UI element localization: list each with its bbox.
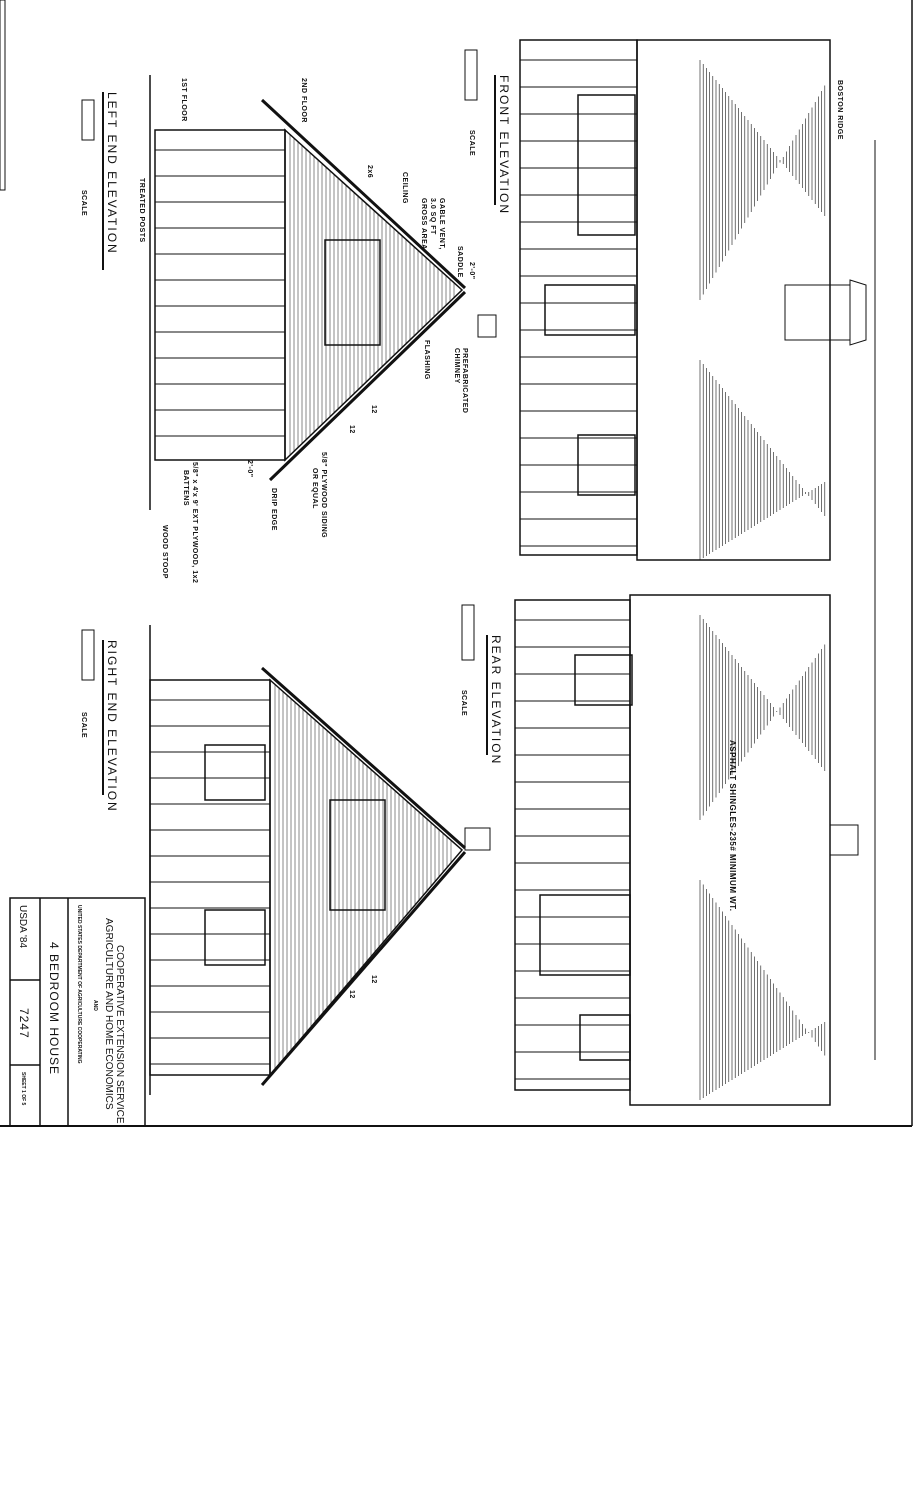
- label-ceiling: CEILING: [401, 172, 408, 204]
- right-wall-window: [204, 744, 266, 801]
- left-gable: [284, 128, 464, 462]
- hatching: [150, 59, 826, 1100]
- front-chimney-cap: [849, 279, 867, 346]
- front-wall: [519, 39, 638, 556]
- left-end-elevation-title: LEFT END ELEVATION: [105, 92, 119, 255]
- right-roof-edge: [260, 851, 467, 1086]
- front-door: [544, 284, 636, 336]
- label-chimney-dim: 2'-0": [468, 262, 475, 280]
- boston-ridge-label: BOSTON RIDGE: [836, 80, 843, 140]
- label-gable-vent: GABLE VENT,: [438, 198, 445, 250]
- left-roof-edge: [260, 98, 467, 290]
- org-line-1: COOPERATIVE EXTENSION SERVICE: [114, 945, 125, 1124]
- label-siding: 5/8" PLYWOOD SIDING: [320, 452, 327, 538]
- and-line: AND: [92, 1000, 98, 1011]
- label-battens: BATTENS: [182, 470, 189, 506]
- scale-label: SCALE: [460, 690, 467, 716]
- roof-shingles-label: ASPHALT SHINGLES-235# MINIMUM WT.: [728, 740, 737, 911]
- scale-label: SCALE: [468, 130, 475, 156]
- rear-window: [579, 1014, 631, 1061]
- label-overhang: 2'-0": [246, 460, 253, 478]
- front-elevation: BOSTON RIDGE FRONT ELEVATION SCALE: [464, 39, 867, 561]
- label-battens: 5/8" x 4'x 9' EXT PLYWOOD, 1x2: [191, 462, 198, 583]
- sheet-edge-bar: [0, 0, 6, 191]
- label-saddle: SADDLE: [456, 246, 463, 278]
- right-end-elevation: 12 12 RIGHT END ELEVATION SCALE: [80, 625, 491, 1095]
- label-flashing: FLASHING: [423, 340, 430, 380]
- right-wall: [149, 679, 271, 1076]
- right-gable: [269, 678, 464, 1078]
- label-pitch: 12: [348, 425, 355, 434]
- title-block: COOPERATIVE EXTENSION SERVICE AGRICULTUR…: [9, 897, 146, 1127]
- sheet-number: SHEET 1 OF 5: [20, 1072, 26, 1106]
- scale-label: SCALE: [80, 190, 87, 216]
- right-gable-window: [329, 799, 386, 911]
- label-pitch: 12: [370, 975, 377, 984]
- label-chimney: PREFABRICATED: [461, 348, 468, 413]
- front-window: [577, 94, 636, 236]
- left-end-elevation: 1ST FLOOR 2ND FLOOR TREATED POSTS 2x6 CE…: [80, 75, 497, 583]
- agency: USDA '84: [17, 905, 28, 948]
- rear-elevation: ASPHALT SHINGLES-235# MINIMUM WT. REAR E…: [460, 594, 859, 1106]
- label-wood-stoop: WOOD STOOP: [161, 525, 168, 579]
- rear-wall: [514, 599, 631, 1091]
- scale-bar: [461, 604, 475, 661]
- label-gable-vent: GROSS AREA: [420, 198, 427, 250]
- label-treated-posts: TREATED POSTS: [138, 178, 145, 243]
- right-end-elevation-title: RIGHT END ELEVATION: [105, 640, 119, 813]
- front-chimney: [784, 284, 851, 341]
- front-roof: [636, 39, 831, 561]
- label-rafter: 2x6: [366, 165, 373, 178]
- rear-chimney: [829, 824, 859, 856]
- front-window: [577, 434, 636, 496]
- label-first-floor: 1ST FLOOR: [180, 78, 187, 122]
- right-chimney: [464, 827, 491, 851]
- right-wall-window: [204, 909, 266, 966]
- rear-door: [539, 894, 631, 976]
- scale-bar: [81, 629, 95, 681]
- label-pitch: 12: [348, 990, 355, 999]
- scale-bar: [81, 99, 95, 141]
- front-elevation-title: FRONT ELEVATION: [497, 75, 511, 215]
- label-second-floor: 2ND FLOOR: [300, 78, 307, 123]
- right-roof-edge: [261, 666, 466, 850]
- label-pitch: 12: [370, 405, 377, 414]
- label-drip-edge: DRIP EDGE: [270, 488, 277, 531]
- plan-name: 4 BEDROOM HOUSE: [47, 942, 61, 1075]
- left-chimney: [477, 314, 497, 338]
- scale-bar: [464, 49, 478, 101]
- label-gable-vent: 3.0 SQ FT: [429, 198, 436, 235]
- label-chimney: CHIMNEY: [453, 348, 460, 384]
- usda-cooperating: UNITED STATES DEPARTMENT OF AGRICULTURE …: [76, 905, 82, 1064]
- title-block-frame: [9, 897, 146, 1127]
- scale-label: SCALE: [80, 712, 87, 738]
- label-siding: OR EQUAL: [311, 468, 318, 509]
- org-line-2: AGRICULTURE AND HOME ECONOMICS: [103, 918, 114, 1110]
- plan-number: 7247: [17, 1008, 31, 1039]
- left-gable-window: [324, 239, 381, 346]
- left-roof-edge: [268, 290, 467, 482]
- rear-elevation-title: REAR ELEVATION: [489, 635, 503, 765]
- rear-window: [574, 654, 633, 706]
